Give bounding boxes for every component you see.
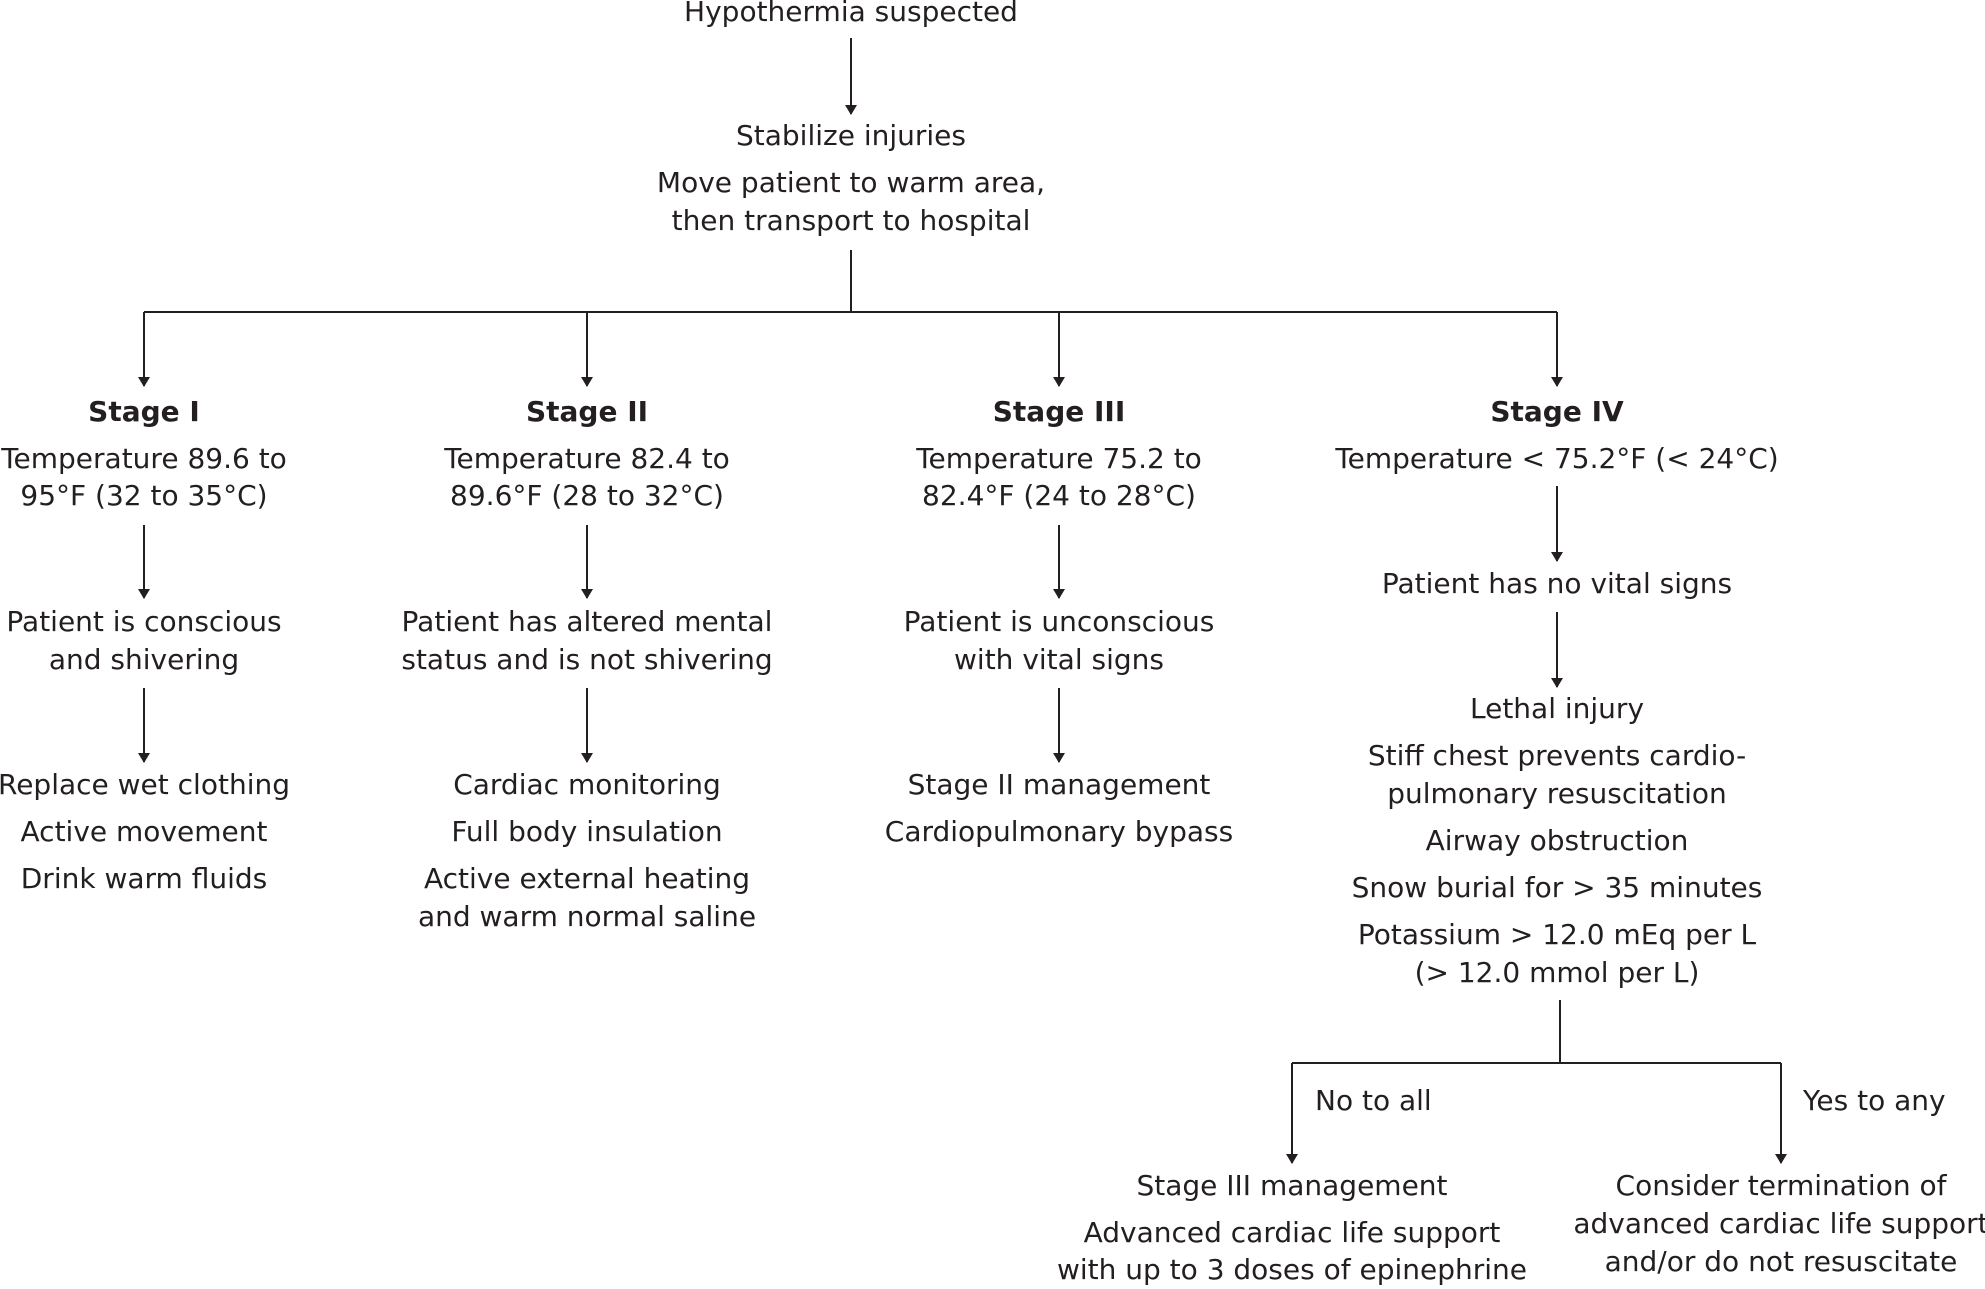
stage-4-criterion-snow-burial: Snow burial for > 35 minutes — [1351, 871, 1763, 904]
stage-3-temp-line2: 82.4°F (24 to 28°C) — [922, 479, 1196, 512]
stage-2-temp-line2: 89.6°F (28 to 32°C) — [450, 479, 724, 512]
stage-1-temp-line2: 95°F (32 to 35°C) — [20, 479, 268, 512]
stage-4-criterion-potassium-1: Potassium > 12.0 mEq per L — [1357, 918, 1757, 951]
branch-label-yes: Yes to any — [1803, 1084, 1946, 1117]
stage-3-mgmt-2: Cardiopulmonary bypass — [884, 815, 1234, 848]
stage-2-status-line1: Patient has altered mental — [401, 605, 773, 638]
outcome-no-line3: with up to 3 doses of epinephrine — [1056, 1253, 1528, 1286]
outcome-yes-line1: Consider termination of — [1615, 1169, 1947, 1202]
stabilize-label: Stabilize injuries — [735, 119, 967, 152]
stage-4-temp: Temperature < 75.2°F (< 24°C) — [1335, 442, 1779, 475]
stage-1-mgmt-2: Active movement — [20, 815, 268, 848]
stage-1-status-line1: Patient is conscious — [6, 605, 282, 638]
move-patient-label: Move patient to warm area, — [656, 166, 1046, 199]
stage-2-temp-line1: Temperature 82.4 to — [444, 442, 730, 475]
stage-3-mgmt-1: Stage II management — [907, 768, 1211, 801]
outcome-no-line2: Advanced cardiac life support — [1083, 1216, 1501, 1249]
stage-2-mgmt-4: and warm normal saline — [417, 900, 757, 933]
start-node: Hypothermia suspected — [684, 0, 1018, 28]
stage-3-title: Stage III — [992, 395, 1126, 428]
stage-1-mgmt-1: Replace wet clothing — [0, 768, 290, 801]
stage-2-mgmt-2: Full body insulation — [451, 815, 723, 848]
stage-3-temp-line1: Temperature 75.2 to — [916, 442, 1202, 475]
stage-2-status-line2: status and is not shivering — [401, 643, 773, 676]
stage-4-criterion-stiff-chest-1: Stiff chest prevents cardio- — [1367, 739, 1747, 772]
stage-4-title: Stage IV — [1490, 395, 1624, 428]
stage-2-mgmt-3: Active external heating — [423, 862, 751, 895]
stage-4-criterion-airway: Airway obstruction — [1425, 824, 1689, 857]
stage-4-status: Patient has no vital signs — [1381, 567, 1733, 600]
stage-3-status-line2: with vital signs — [954, 643, 1164, 676]
transport-label: then transport to hospital — [671, 204, 1031, 237]
stage-1-title: Stage I — [88, 395, 200, 428]
stage-1-temp-line1: Temperature 89.6 to — [1, 442, 287, 475]
stage-1-mgmt-3: Drink warm fluids — [20, 862, 268, 895]
outcome-yes-line2: advanced cardiac life support — [1573, 1207, 1985, 1240]
outcome-no-line1: Stage III management — [1136, 1169, 1448, 1202]
outcome-yes-line3: and/or do not resuscitate — [1604, 1245, 1958, 1278]
stage-4-criterion-stiff-chest-2: pulmonary resuscitation — [1387, 777, 1727, 810]
stage-2-title: Stage II — [525, 395, 649, 428]
stage-2-mgmt-1: Cardiac monitoring — [453, 768, 721, 801]
stage-3-status-line1: Patient is unconscious — [903, 605, 1215, 638]
stage-4-criterion-potassium-2: (> 12.0 mmol per L) — [1414, 956, 1700, 989]
stage-4-criterion-lethal-injury: Lethal injury — [1469, 692, 1645, 725]
stage-1-status-line2: and shivering — [48, 643, 240, 676]
branch-label-no: No to all — [1315, 1084, 1432, 1117]
